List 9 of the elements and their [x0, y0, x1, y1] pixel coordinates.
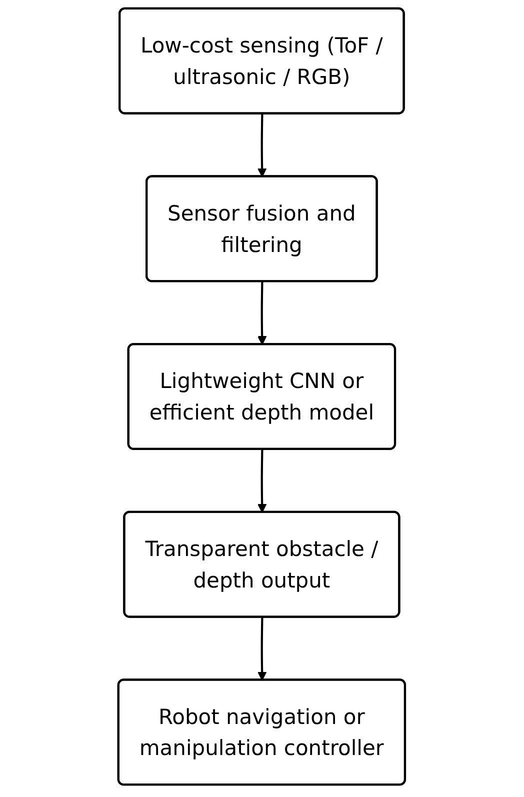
- process-box: Low-cost sensing (ToF / ultrasonic / RGB): [118, 7, 406, 114]
- arrow: [258, 617, 267, 681]
- process-box: Lightweight CNN or efficient depth model: [128, 343, 396, 450]
- arrow: [258, 114, 267, 178]
- arrow: [258, 449, 267, 513]
- arrow: [258, 282, 267, 345]
- process-box: Transparent obstacle / depth output: [123, 510, 401, 618]
- process-box: Sensor fusion and filtering: [146, 175, 378, 282]
- process-box: Robot navigation or manipulation controller: [118, 678, 406, 786]
